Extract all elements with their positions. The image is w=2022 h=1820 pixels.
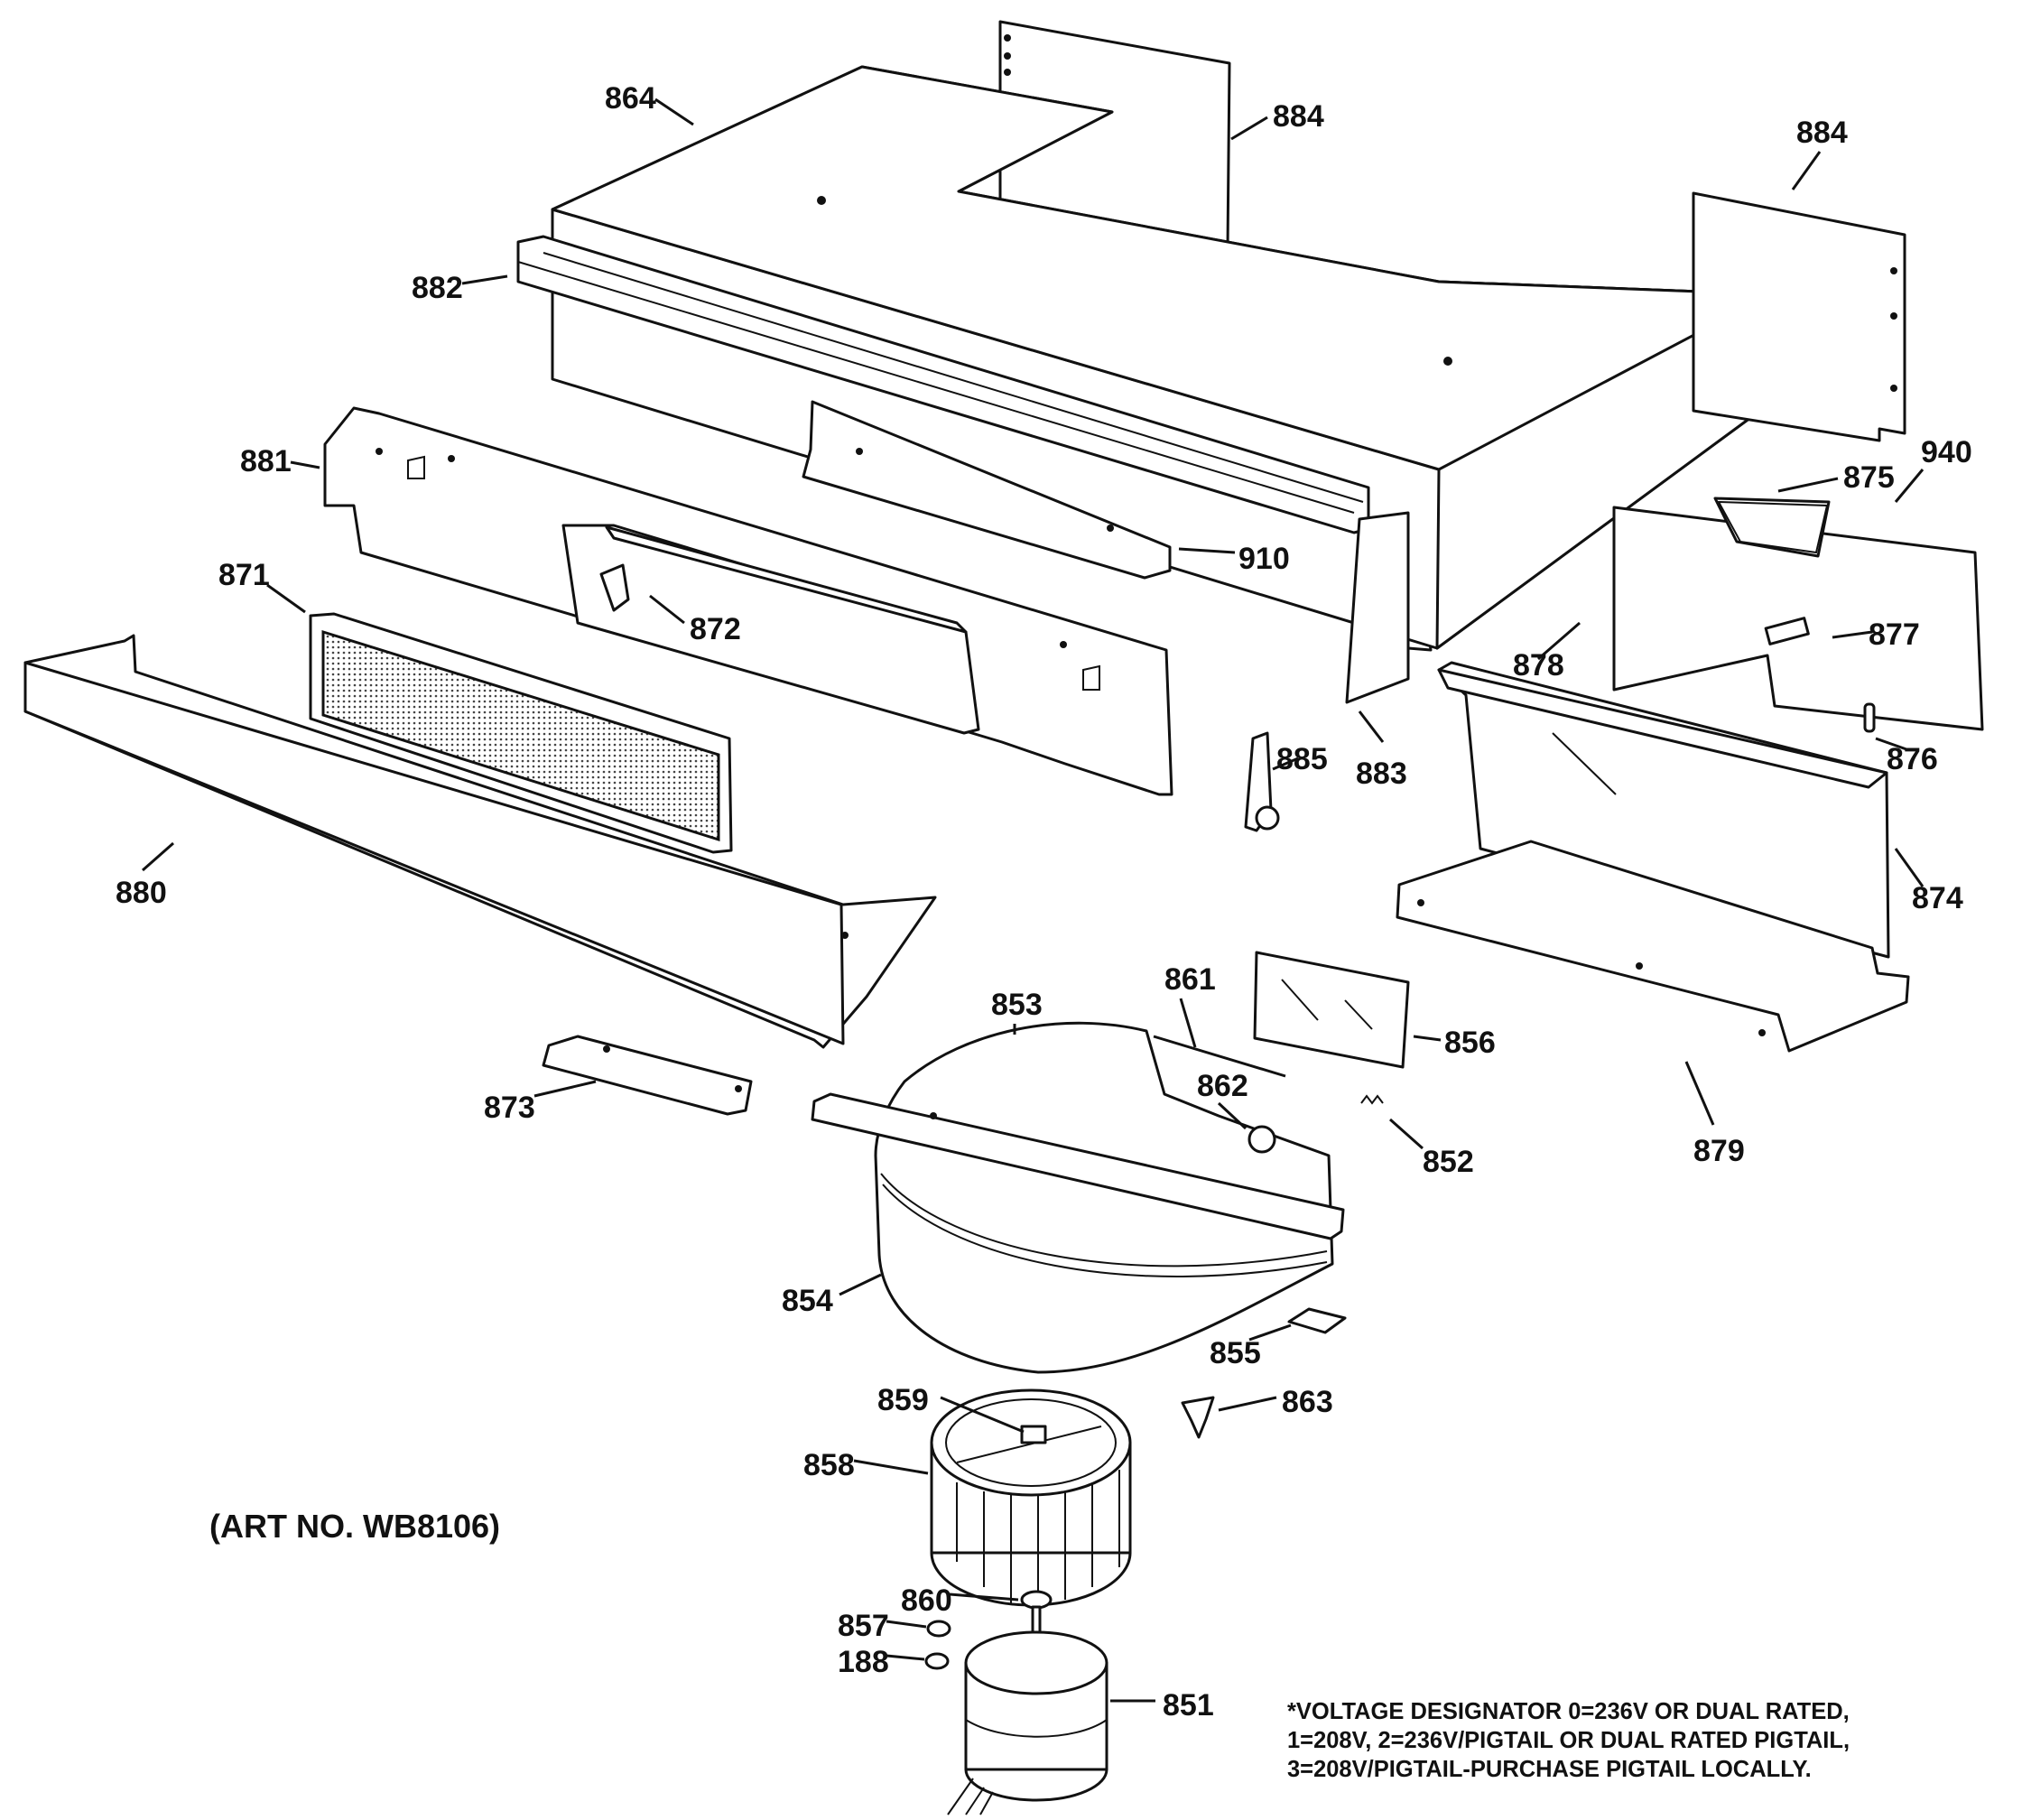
label-859: 859	[877, 1383, 929, 1417]
part-853-bracket-bar	[811, 1092, 1345, 1240]
part-864-housing	[551, 65, 1773, 652]
voltage-note: *VOLTAGE DESIGNATOR 0=236V OR DUAL RATED…	[1287, 1697, 1850, 1784]
label-881: 881	[240, 444, 292, 478]
part-856-glass	[1253, 951, 1410, 1069]
label-862: 862	[1197, 1069, 1248, 1103]
label-883: 883	[1356, 757, 1407, 791]
leader-lines	[142, 98, 1925, 1703]
part-874-panel	[1437, 661, 1890, 959]
part-860-clip	[1020, 1590, 1053, 1610]
part-855-clip	[1287, 1307, 1347, 1334]
label-940: 940	[1921, 435, 1972, 469]
part-871-filter	[309, 612, 733, 854]
label-857: 857	[838, 1609, 889, 1643]
part-188-washer	[924, 1652, 950, 1670]
voltage-note-line-3: 3=208V/PIGTAIL-PURCHASE PIGTAIL LOCALLY.	[1287, 1757, 1812, 1782]
part-854-blower-housing	[874, 1021, 1334, 1374]
part-857-nut	[926, 1620, 951, 1638]
label-856: 856	[1444, 1026, 1496, 1060]
part-876-screw	[1863, 702, 1876, 733]
label-875: 875	[1843, 460, 1895, 495]
label-853: 853	[991, 988, 1043, 1022]
part-879-tray	[1396, 840, 1910, 1053]
part-885-latch	[1244, 731, 1280, 832]
label-860: 860	[901, 1583, 952, 1618]
label-874: 874	[1912, 881, 1963, 915]
part-883-bracket	[1345, 511, 1410, 704]
part-861-rod	[1153, 1035, 1286, 1078]
label-864: 864	[605, 81, 656, 116]
part-863-grommet	[1181, 1396, 1215, 1439]
label-863: 863	[1282, 1385, 1333, 1419]
label-885: 885	[1276, 742, 1328, 776]
label-879: 879	[1693, 1134, 1745, 1168]
part-882-rail	[516, 235, 1370, 534]
art-number-caption: (ART NO. WB8106)	[209, 1508, 501, 1545]
part-884-plate-right	[1692, 191, 1906, 442]
label-873: 873	[484, 1091, 535, 1125]
label-876: 876	[1887, 742, 1938, 776]
label-910: 910	[1238, 542, 1290, 576]
voltage-note-line-2: 1=208V, 2=236V/PIGTAIL OR DUAL RATED PIG…	[1287, 1728, 1850, 1753]
label-884-left: 884	[1273, 99, 1324, 134]
label-854: 854	[782, 1284, 833, 1318]
label-855: 855	[1210, 1336, 1261, 1370]
label-858: 858	[803, 1448, 855, 1482]
part-940-housing	[1612, 497, 1984, 731]
label-852: 852	[1423, 1145, 1474, 1179]
part-872-inner-panel	[561, 524, 980, 735]
label-878: 878	[1513, 648, 1564, 682]
label-188: 188	[838, 1645, 889, 1679]
label-871: 871	[218, 558, 270, 592]
part-910-bracket	[802, 400, 1172, 580]
part-858-blower-wheel	[930, 1388, 1132, 1607]
voltage-note-line-1: *VOLTAGE DESIGNATOR 0=236V OR DUAL RATED…	[1287, 1699, 1850, 1724]
part-852-spring	[1360, 1094, 1384, 1105]
label-872: 872	[690, 612, 741, 646]
label-851: 851	[1163, 1688, 1214, 1722]
label-861: 861	[1164, 962, 1216, 997]
label-877: 877	[1869, 618, 1920, 652]
part-880-front-panel	[23, 634, 937, 1049]
part-873-plate	[542, 1035, 753, 1116]
part-851-motor	[947, 1605, 1108, 1815]
label-880: 880	[116, 876, 167, 910]
label-884-right: 884	[1796, 116, 1848, 150]
label-882: 882	[412, 271, 463, 305]
